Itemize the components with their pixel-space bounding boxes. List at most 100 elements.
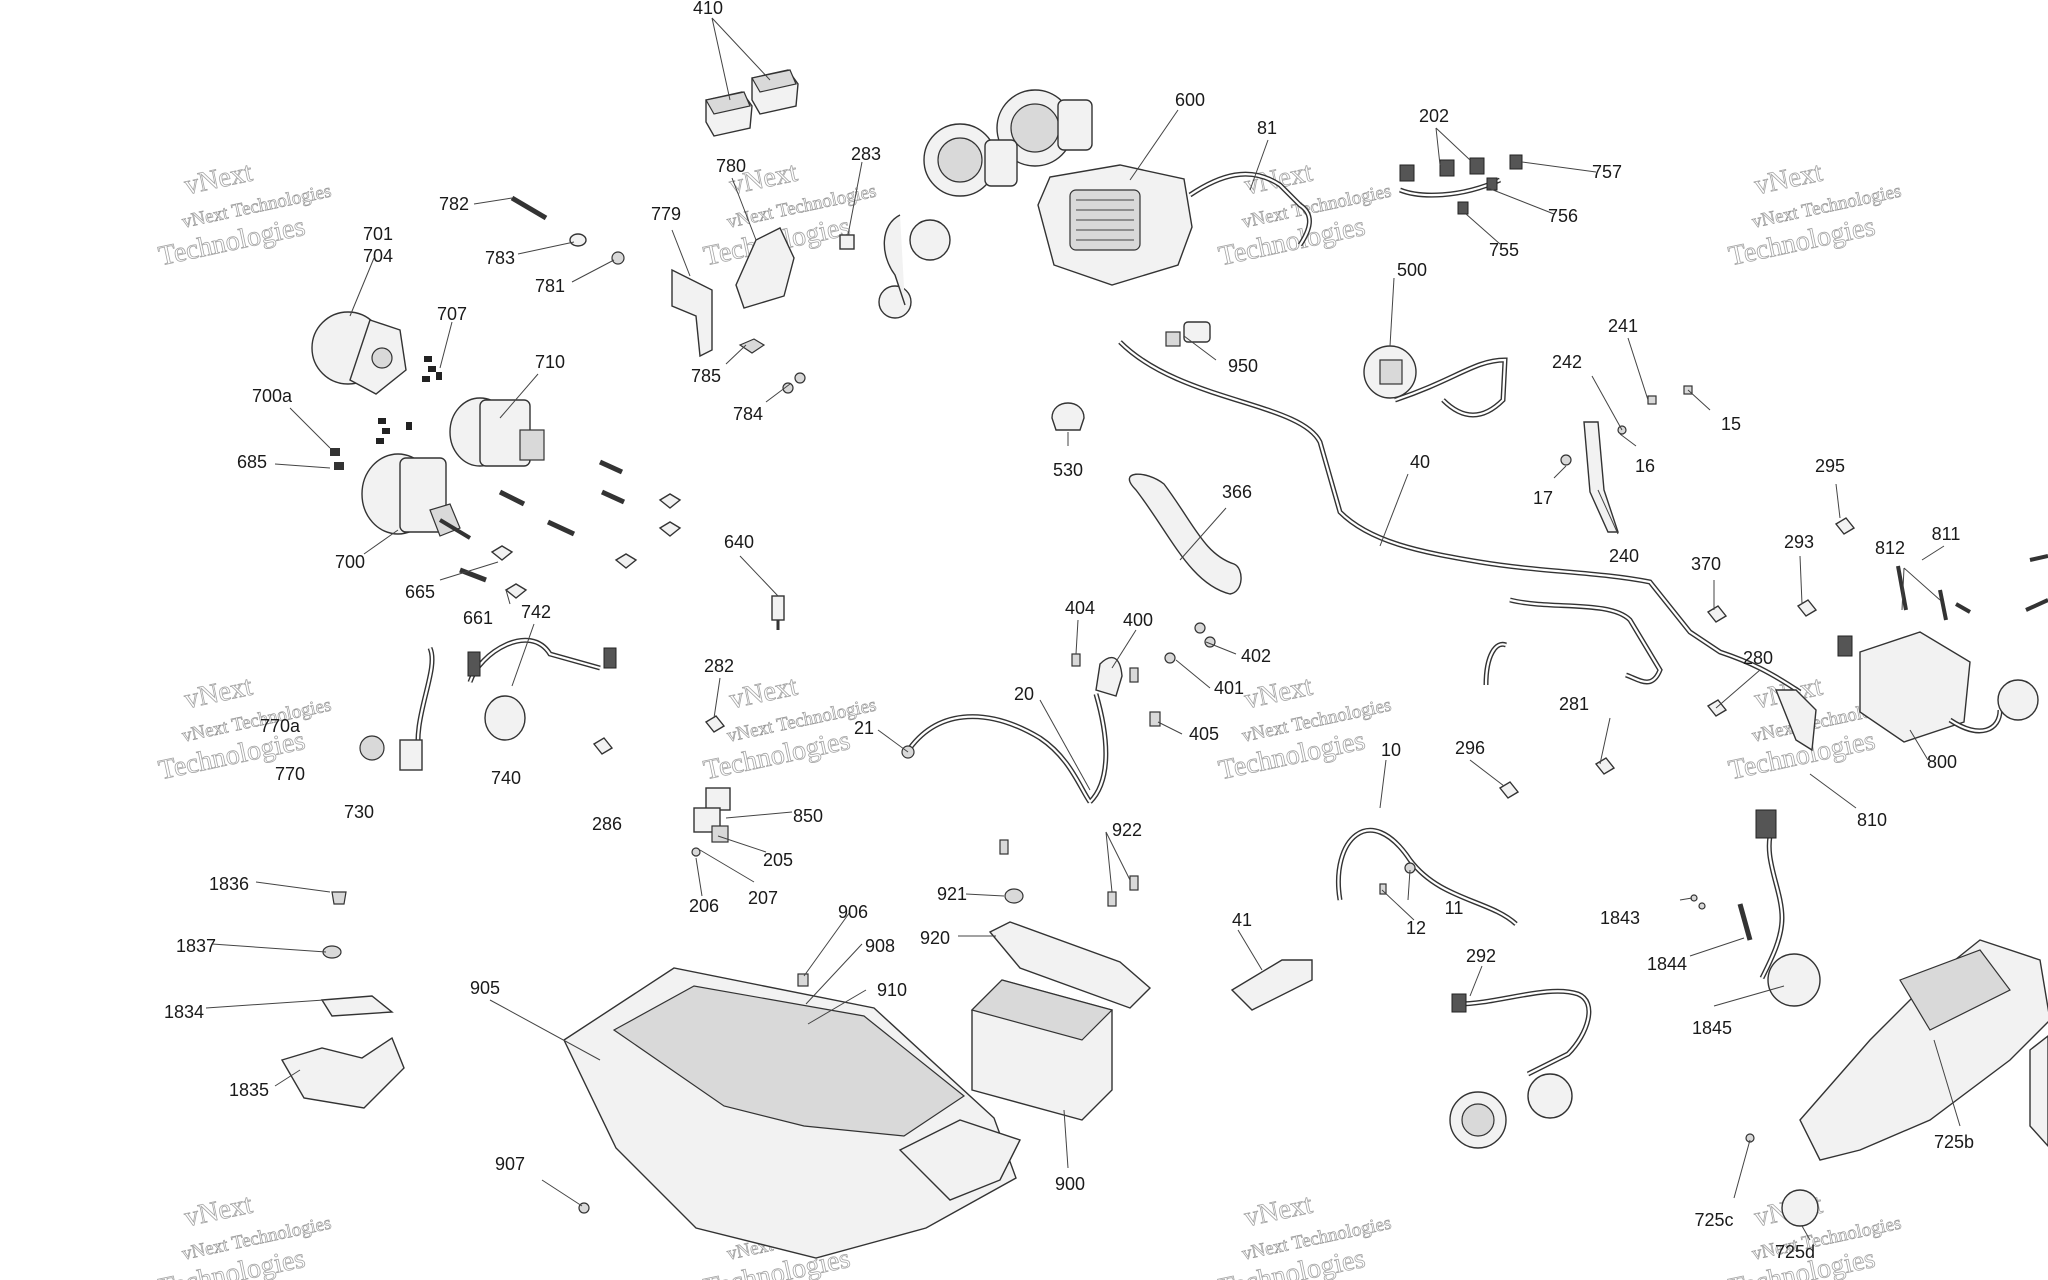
callout-label-710: 710 [535,352,565,372]
callout-label-21: 21 [854,718,874,738]
part-922-921-fasteners [999,839,1139,907]
watermark-vnext: vNext [182,157,256,202]
callout-label-770a: 770a [260,716,301,736]
callout-label-1836: 1836 [209,874,249,894]
part-905-tray [563,967,1021,1259]
callout-label-770: 770 [275,764,305,784]
part-810-bracket [1774,689,1817,752]
part-782-bolt [510,195,548,221]
part-950-harness [1165,321,1211,347]
callout-label-81: 81 [1257,118,1277,138]
part-710-motor [449,397,545,467]
callout-label-810: 810 [1857,810,1887,830]
callout-label-16: 16 [1635,456,1655,476]
callout-label-783: 783 [485,248,515,268]
part-783-washer [569,233,587,247]
callout-label-755: 755 [1489,240,1519,260]
callout-label-293: 293 [1784,532,1814,552]
callout-label-370: 370 [1691,554,1721,574]
part-1845-lamp [1690,809,1821,1007]
part-800-module [1837,631,2039,743]
callout-label-757: 757 [1592,162,1622,182]
part-throttle-bodies [878,89,1093,319]
callout-label-205: 205 [763,850,793,870]
callout-label-779: 779 [651,204,681,224]
callout-label-908: 908 [865,936,895,956]
part-41-strap [1230,959,1313,1011]
callout-label-1835: 1835 [229,1080,269,1100]
callout-label-665: 665 [405,582,435,602]
watermark-vnext: vNext [1242,671,1316,716]
part-900-battery [970,979,1114,1121]
callout-labels: 4106008120275775675578028377978278378170… [164,0,1974,1262]
callout-label-1837: 1837 [176,936,216,956]
callout-label-811: 811 [1932,524,1961,544]
callout-label-780: 780 [716,156,746,176]
callout-label-402: 402 [1241,646,1271,666]
callout-label-725c: 725c [1694,1210,1733,1230]
callout-label-1845: 1845 [1692,1018,1732,1038]
callout-label-241: 241 [1608,316,1638,336]
callout-label-922: 922 [1112,820,1142,840]
callout-label-740: 740 [491,768,521,788]
part-10-ground-cable [1336,827,1518,926]
part-779-bracket [671,268,713,358]
callout-label-784: 784 [733,404,763,424]
callout-label-202: 202 [1419,106,1449,126]
part-920-battery-hold [988,921,1152,1009]
callout-label-701: 701 [363,224,393,244]
watermark-vnext: vNext [1242,157,1316,202]
callout-label-280: 280 [1743,648,1773,668]
callout-label-41: 41 [1232,910,1252,930]
callout-label-1843: 1843 [1600,908,1640,928]
callout-label-295: 295 [1815,456,1845,476]
callout-label-730: 730 [344,802,374,822]
callout-label-405: 405 [1189,724,1219,744]
part-18xx-switch-group [280,891,405,1109]
callout-label-11: 11 [1445,898,1464,918]
part-725b-tail-bracket [1745,939,2048,1227]
callout-label-725b: 725b [1934,1132,1974,1152]
callout-label-15: 15 [1721,414,1741,434]
callout-label-905: 905 [470,978,500,998]
part-292-lamp [1449,988,1592,1149]
callout-label-401: 401 [1214,678,1244,698]
callout-label-1834: 1834 [164,1002,204,1022]
watermark-vnext: vNext [182,671,256,716]
part-battery-cables [901,622,1216,804]
callout-label-17: 17 [1533,488,1553,508]
part-707-screws [376,356,442,444]
callout-label-812: 812 [1875,538,1905,558]
part-850-relay [691,787,731,857]
part-366-hose [1128,473,1242,595]
callout-label-500: 500 [1397,260,1427,280]
callout-label-292: 292 [1466,946,1496,966]
callout-label-400: 400 [1123,610,1153,630]
callout-label-950: 950 [1228,356,1258,376]
part-410-covers [705,69,799,137]
callout-label-910: 910 [877,980,907,1000]
callout-label-850: 850 [793,806,823,826]
callout-label-296: 296 [1455,738,1485,758]
part-701-housing [311,311,407,395]
part-small-clips [592,517,1856,799]
part-530-sensor [1051,402,1085,431]
callout-label-12: 12 [1406,918,1426,938]
callout-label-404: 404 [1065,598,1095,618]
callout-label-366: 366 [1222,482,1252,502]
part-742-harness [359,637,617,771]
callout-label-206: 206 [689,896,719,916]
callout-label-640: 640 [724,532,754,552]
part-283-clip [839,234,855,250]
callout-label-900: 900 [1055,1174,1085,1194]
watermark-vnext: vNext [727,671,801,716]
part-661-clips [490,493,682,599]
callout-label-685: 685 [237,452,267,472]
